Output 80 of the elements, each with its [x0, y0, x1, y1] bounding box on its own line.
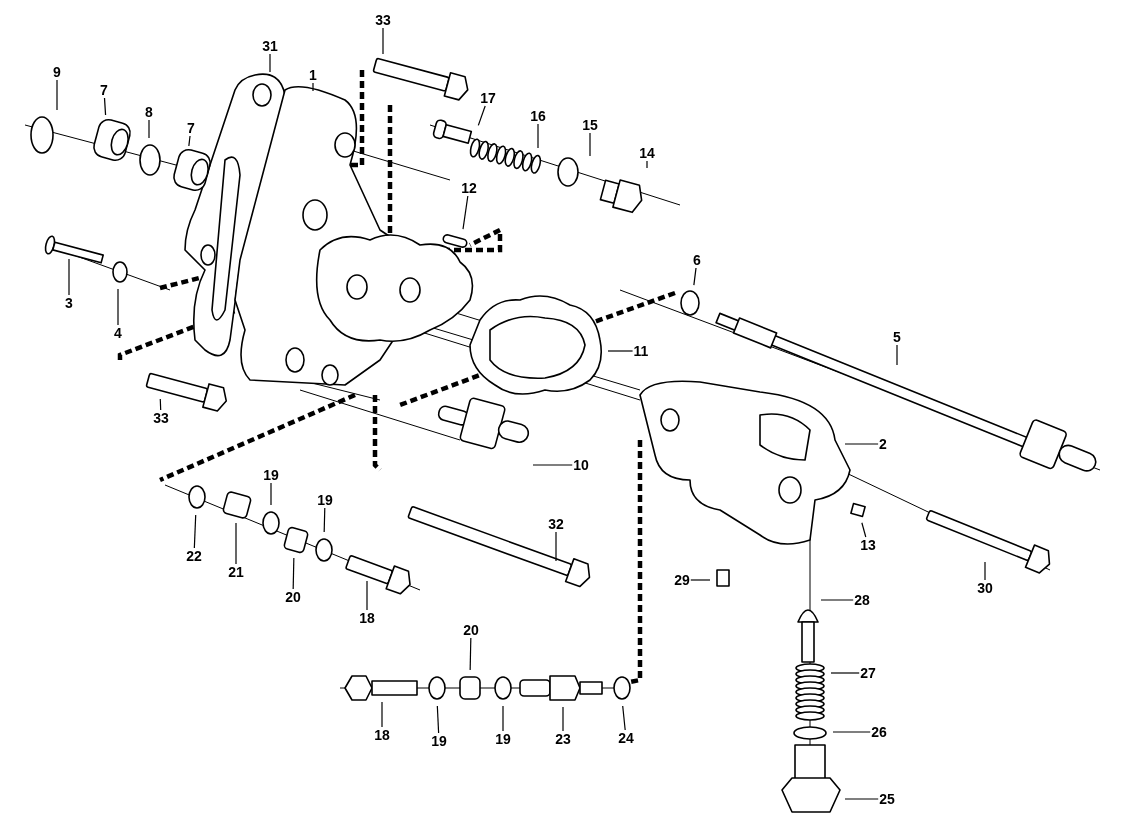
leader-line [690, 579, 711, 581]
leader-line [235, 522, 237, 565]
leader-line [830, 672, 860, 674]
callout-number: 27 [860, 665, 876, 681]
callout-number: 17 [480, 90, 496, 106]
callout-number: 4 [114, 325, 122, 341]
callout-number: 1 [309, 67, 317, 83]
callout-number: 23 [555, 731, 571, 747]
leader-line [381, 701, 383, 728]
callout-number: 20 [463, 622, 479, 638]
leader-line [159, 398, 162, 411]
callout-number: 8 [145, 104, 153, 120]
callout-number: 19 [495, 731, 511, 747]
leader-line [646, 160, 648, 169]
callout-number: 33 [153, 410, 169, 426]
leader-line [555, 531, 557, 562]
callout-number: 12 [461, 180, 477, 196]
leader-line [469, 637, 472, 671]
leader-line [193, 514, 197, 549]
leader-line [844, 798, 879, 800]
leader-line [861, 522, 867, 538]
leader-line [984, 561, 986, 581]
leader-line [844, 443, 879, 445]
leader-line [312, 82, 314, 92]
leader-line [366, 580, 368, 611]
leader-line [896, 344, 898, 366]
callout-number: 16 [530, 108, 546, 124]
callout-number: 21 [228, 564, 244, 580]
callout-number: 7 [187, 120, 195, 136]
leader-line [269, 53, 271, 73]
leader-line [56, 79, 58, 111]
callout-number: 28 [854, 592, 870, 608]
callout-number: 26 [871, 724, 887, 740]
callout-number: 20 [285, 589, 301, 605]
leader-line [622, 705, 626, 731]
callout-number: 11 [633, 343, 649, 359]
callout-number: 15 [582, 117, 598, 133]
callout-number: 9 [53, 64, 61, 80]
callout-number: 31 [262, 38, 278, 54]
leader-line [323, 507, 326, 533]
leader-line [68, 258, 70, 296]
callout-number: 19 [263, 467, 279, 483]
callout-number: 5 [893, 329, 901, 345]
leader-line [589, 132, 591, 157]
callout-number: 10 [573, 457, 589, 473]
leader-line [562, 706, 564, 732]
leader-line [382, 27, 384, 55]
leader-line [292, 557, 295, 590]
callout-number: 25 [879, 791, 895, 807]
leader-line [117, 288, 119, 326]
callout-number: 6 [693, 252, 701, 268]
leader-line [502, 705, 504, 732]
callout-number: 13 [860, 537, 876, 553]
leader-line [537, 123, 539, 149]
callout-number: 32 [548, 516, 564, 532]
callout-number: 24 [618, 730, 634, 746]
callout-number: 14 [639, 145, 655, 161]
leader-line [436, 705, 440, 734]
callout-number: 18 [359, 610, 375, 626]
leader-line [270, 482, 272, 506]
leader-line [820, 599, 854, 601]
leader-line [532, 464, 573, 466]
leader-line [188, 135, 191, 147]
leader-line [148, 119, 150, 139]
leader-line [607, 350, 634, 352]
leader-line [693, 267, 697, 286]
callout-number: 7 [100, 82, 108, 98]
leader-line [103, 97, 107, 116]
leader-line [832, 731, 871, 733]
callout-number: 19 [431, 733, 447, 749]
callout-number: 19 [317, 492, 333, 508]
callout-number: 33 [375, 12, 391, 28]
callout-number: 2 [879, 436, 887, 452]
callout-number: 3 [65, 295, 73, 311]
callout-number: 22 [186, 548, 202, 564]
callout-number: 30 [977, 580, 993, 596]
leader-line [462, 195, 469, 230]
callout-number: 29 [674, 572, 690, 588]
leader-line [477, 105, 486, 126]
callout-number: 18 [374, 727, 390, 743]
